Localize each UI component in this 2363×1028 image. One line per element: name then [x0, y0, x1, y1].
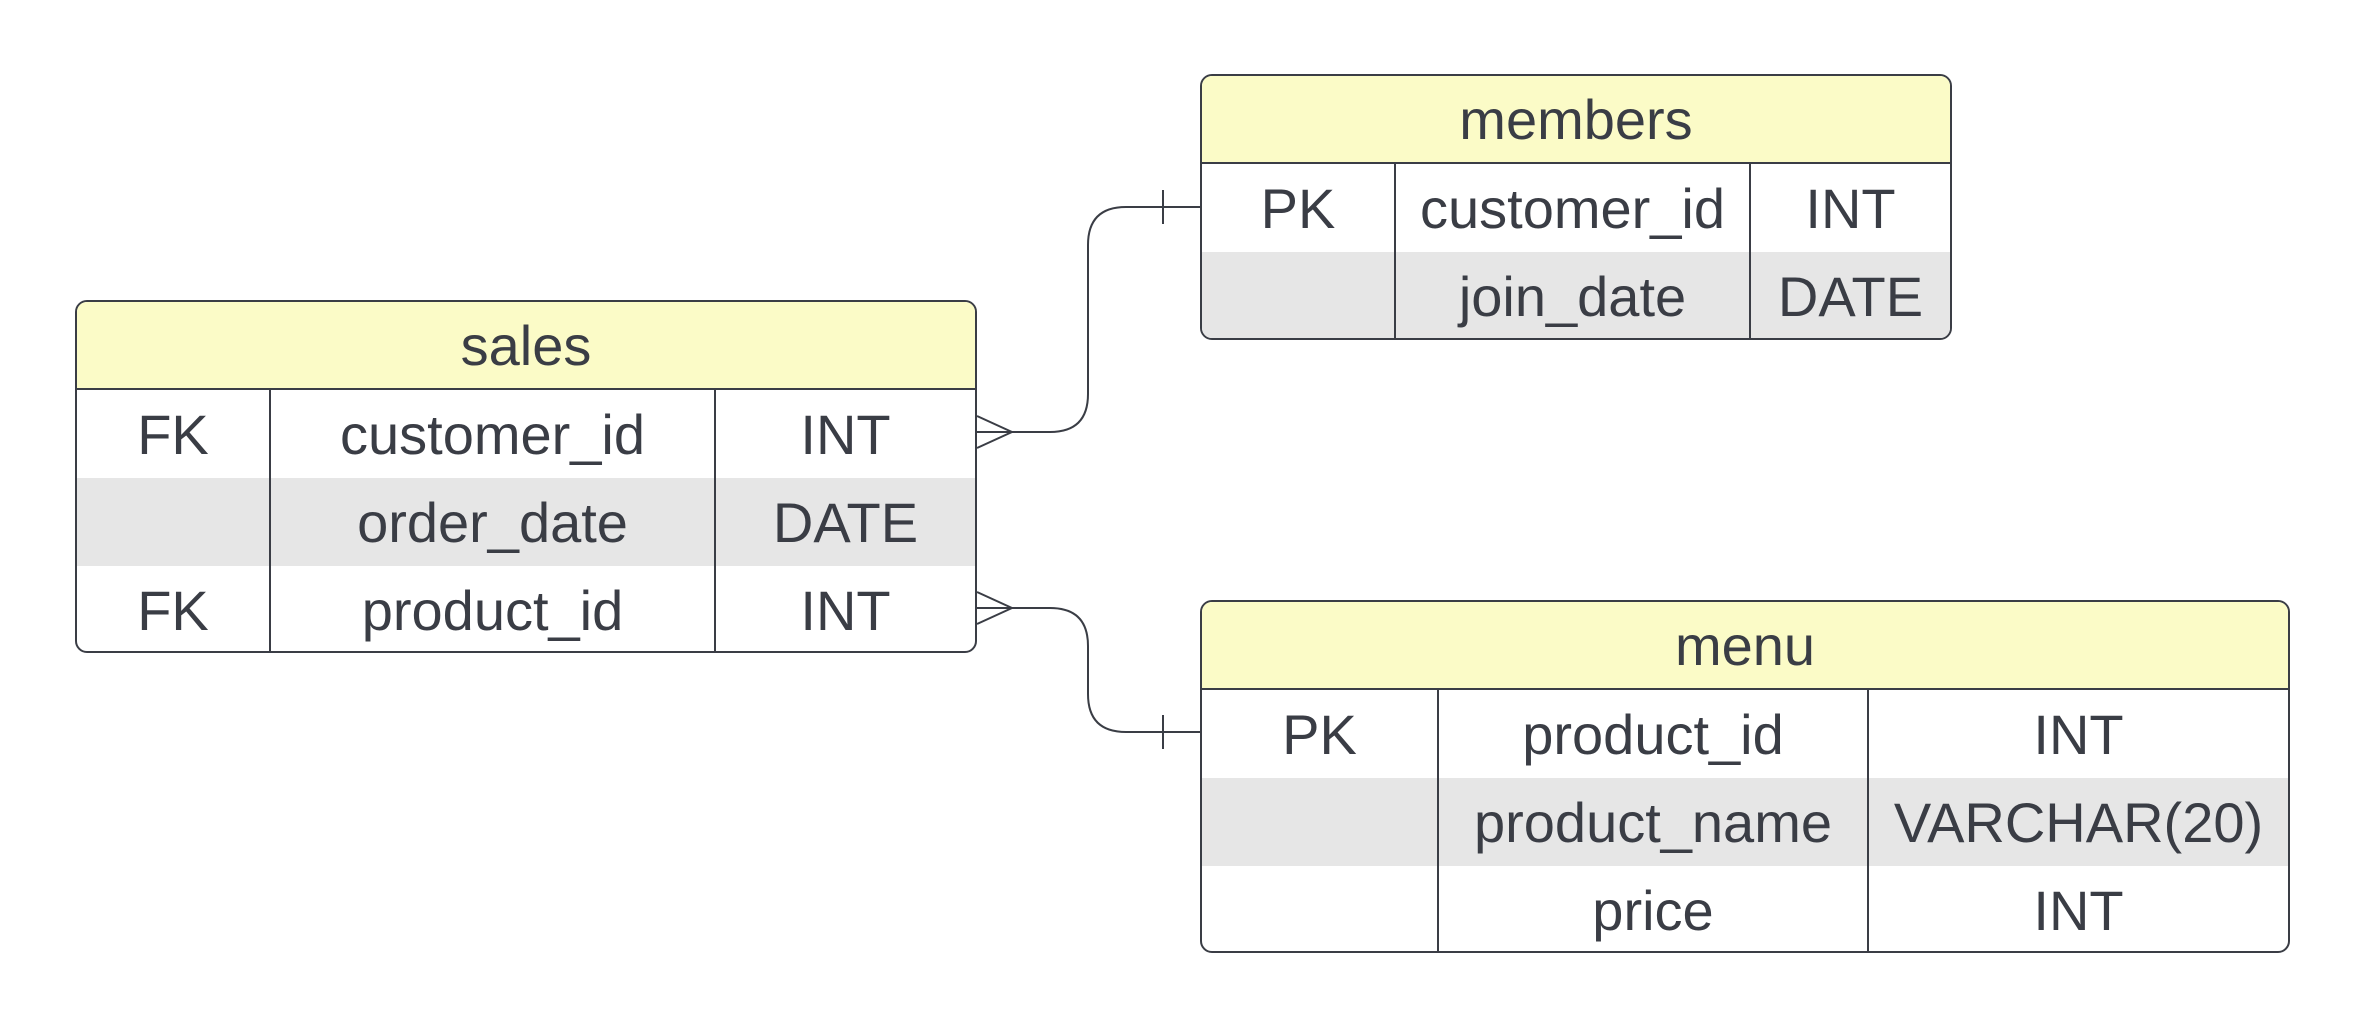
column-name-cell: order_date: [269, 478, 714, 566]
key-cell: PK: [1260, 176, 1336, 240]
key-cell: FK: [137, 402, 209, 466]
key-cell: [1202, 778, 1437, 866]
column-name-cell: product_id: [1437, 690, 1867, 778]
relationship-sales-menu: [976, 591, 1200, 749]
column-type-cell: INT: [1749, 164, 1950, 252]
entity-title: members: [1202, 76, 1950, 164]
table-row: PK product_id INT: [1202, 690, 2288, 778]
column-type-cell: INT: [714, 390, 975, 478]
table-row: FK product_id INT: [77, 566, 975, 651]
sales-entity[interactable]: sales FK customer_id INT order_date DATE…: [75, 300, 977, 653]
crows-foot-many-icon: [976, 415, 1013, 433]
column-name-cell: join_date: [1394, 252, 1749, 338]
crows-foot-many-icon: [976, 591, 1013, 609]
column-name-cell: product_name: [1437, 778, 1867, 866]
key-cell: [1202, 866, 1437, 951]
menu-entity[interactable]: menu PK product_id INT product_name VARC…: [1200, 600, 2290, 953]
table-row: join_date DATE: [1202, 252, 1950, 338]
key-cell: FK: [137, 578, 209, 642]
entity-title: menu: [1202, 602, 2288, 690]
relationship-sales-members: [976, 190, 1200, 449]
column-name-cell: customer_id: [269, 390, 714, 478]
table-row: PK customer_id INT: [1202, 164, 1950, 252]
column-type-cell: INT: [1867, 690, 2288, 778]
column-type-cell: DATE: [714, 478, 975, 566]
table-row: order_date DATE: [77, 478, 975, 566]
table-row: product_name VARCHAR(20): [1202, 778, 2288, 866]
column-type-cell: VARCHAR(20): [1867, 778, 2288, 866]
column-type-cell: INT: [1867, 866, 2288, 951]
column-type-cell: DATE: [1749, 252, 1950, 338]
members-entity[interactable]: members PK customer_id INT join_date DAT…: [1200, 74, 1952, 340]
column-name-cell: product_id: [269, 566, 714, 651]
table-row: FK customer_id INT: [77, 390, 975, 478]
column-name-cell: price: [1437, 866, 1867, 951]
column-type-cell: INT: [714, 566, 975, 651]
key-cell: [1202, 252, 1394, 338]
entity-title: sales: [77, 302, 975, 390]
table-row: price INT: [1202, 866, 2288, 951]
key-cell: PK: [1282, 702, 1357, 766]
key-cell: [77, 478, 269, 566]
column-name-cell: customer_id: [1394, 164, 1749, 252]
